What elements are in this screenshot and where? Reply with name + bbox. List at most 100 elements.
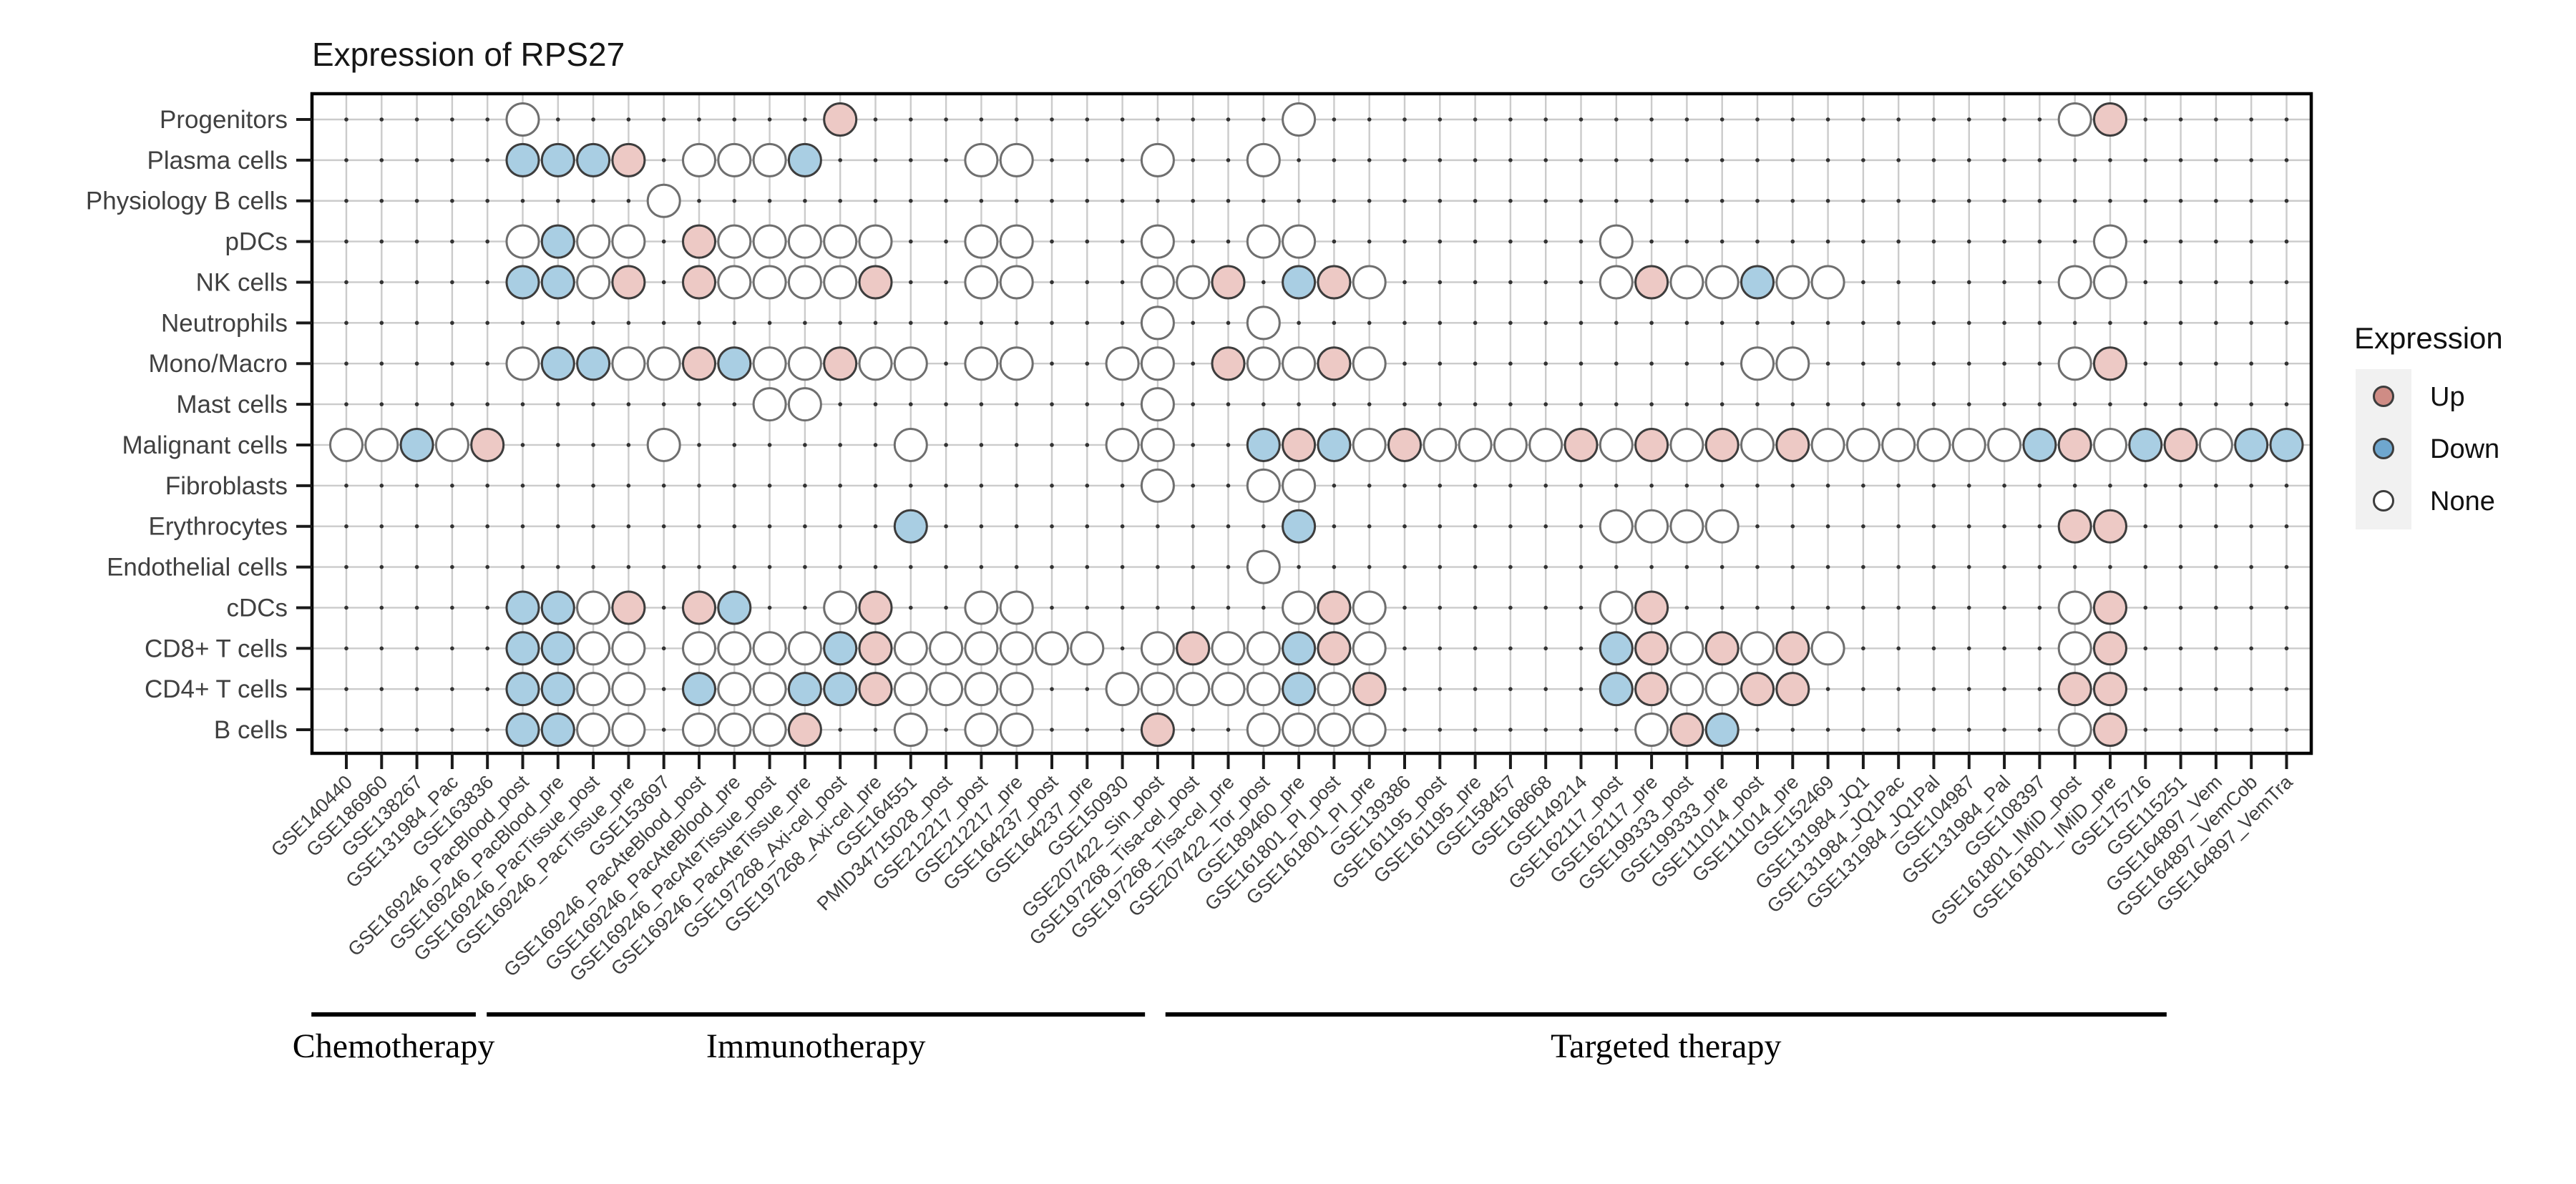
- grid-dot: [767, 117, 772, 122]
- expression-dot-none: [752, 672, 787, 707]
- grid-dot: [450, 687, 454, 691]
- grid-dot: [1931, 646, 1936, 651]
- grid-dot: [1755, 239, 1760, 244]
- grid-dot: [379, 524, 384, 529]
- grid-dot: [2143, 158, 2148, 162]
- grid-dot: [944, 443, 948, 447]
- expression-dot-up: [1634, 631, 1669, 666]
- grid-dot: [1684, 158, 1689, 162]
- grid-dot: [803, 443, 807, 447]
- grid-dot: [803, 564, 807, 569]
- y-axis-label: Plasma cells: [147, 147, 288, 175]
- grid-dot: [414, 198, 419, 203]
- grid-dot: [379, 117, 384, 122]
- expression-dot-none: [1352, 427, 1387, 462]
- grid-dot: [2214, 402, 2218, 406]
- expression-dot-down: [2022, 427, 2057, 462]
- expression-dot-none: [1493, 427, 1528, 462]
- grid-dot: [1755, 198, 1760, 203]
- grid-dot: [1226, 564, 1231, 569]
- grid-dot: [2178, 321, 2183, 326]
- grid-dot: [2143, 361, 2148, 366]
- grid-dot: [450, 524, 454, 529]
- grid-dot: [1931, 361, 1936, 366]
- grid-dot: [1931, 564, 1936, 569]
- grid-dot: [485, 361, 489, 366]
- grid-dot: [1861, 198, 1865, 203]
- grid-dot: [909, 239, 913, 244]
- grid-dot: [1367, 158, 1372, 162]
- grid-dot: [1191, 402, 1195, 406]
- expression-dot-none: [2093, 427, 2127, 462]
- grid-dot: [803, 524, 807, 529]
- expression-dot-none: [1740, 631, 1775, 666]
- grid-dot: [2037, 117, 2042, 122]
- expression-dot-none: [1775, 346, 1810, 381]
- grid-dot: [1967, 646, 1971, 651]
- grid-dot: [414, 117, 419, 122]
- grid-dot: [1014, 321, 1019, 326]
- grid-dot: [1508, 158, 1513, 162]
- expression-dot-down: [576, 142, 611, 177]
- expression-dot-none: [893, 672, 928, 707]
- grid-dot: [1967, 524, 1971, 529]
- grid-dot: [803, 117, 807, 122]
- expression-dot-none: [752, 713, 787, 748]
- expression-dot-none: [1916, 427, 1951, 462]
- expression-dot-none: [929, 672, 964, 707]
- grid-dot: [1967, 280, 1971, 285]
- grid-dot: [1579, 280, 1584, 285]
- expression-dot-none: [717, 713, 752, 748]
- expression-dot-up: [2057, 672, 2092, 707]
- grid-dot: [2108, 321, 2112, 326]
- expression-dot-none: [1105, 346, 1140, 381]
- expression-dot-up: [611, 265, 646, 300]
- grid-dot: [1579, 198, 1584, 203]
- y-axis-label: Mast cells: [176, 391, 288, 419]
- expression-dot-down: [2128, 427, 2163, 462]
- grid-dot: [2143, 646, 2148, 651]
- grid-dot: [909, 605, 913, 610]
- grid-dot: [1825, 728, 1830, 732]
- expression-dot-none: [823, 224, 858, 259]
- expression-dot-none: [1282, 468, 1317, 503]
- grid-dot: [1508, 564, 1513, 569]
- grid-dot: [1050, 402, 1054, 406]
- grid-dot: [2108, 198, 2112, 203]
- grid-dot: [1191, 728, 1195, 732]
- grid-dot: [1226, 524, 1231, 529]
- y-axis-label: Mono/Macro: [148, 350, 288, 378]
- grid-dot: [1226, 728, 1231, 732]
- grid-dot: [732, 484, 737, 488]
- grid-dot: [1226, 239, 1231, 244]
- grid-dot: [1156, 564, 1160, 569]
- expression-dot-none: [1140, 387, 1175, 422]
- legend-label: None: [2430, 486, 2495, 517]
- grid-dot: [1085, 198, 1090, 203]
- grid-dot: [1508, 687, 1513, 691]
- grid-dot: [2037, 198, 2042, 203]
- expression-dot-up: [1634, 590, 1669, 625]
- expression-dot-none: [611, 672, 646, 707]
- grid-dot: [1755, 605, 1760, 610]
- expression-dot-none: [1282, 713, 1317, 748]
- expression-dot-down: [717, 590, 752, 625]
- grid-dot: [2249, 198, 2253, 203]
- grid-dot: [909, 321, 913, 326]
- grid-dot: [1579, 402, 1584, 406]
- grid-dot: [2284, 117, 2289, 122]
- expression-dot-down: [823, 672, 858, 707]
- grid-dot: [1438, 361, 1443, 366]
- grid-dot: [2002, 524, 2006, 529]
- expression-dot-up: [1140, 713, 1175, 748]
- y-axis-label: pDCs: [225, 228, 288, 256]
- grid-dot: [873, 198, 878, 203]
- expression-dot-none: [505, 224, 540, 259]
- grid-dot: [944, 117, 948, 122]
- grid-dot: [1861, 280, 1865, 285]
- x-axis-labels: GSE140440GSE186960GSE138267GSE131984_Pac…: [267, 770, 2297, 985]
- grid-dot: [1861, 728, 1865, 732]
- expression-dot-none: [1669, 631, 1704, 666]
- expression-dot-none: [717, 265, 752, 300]
